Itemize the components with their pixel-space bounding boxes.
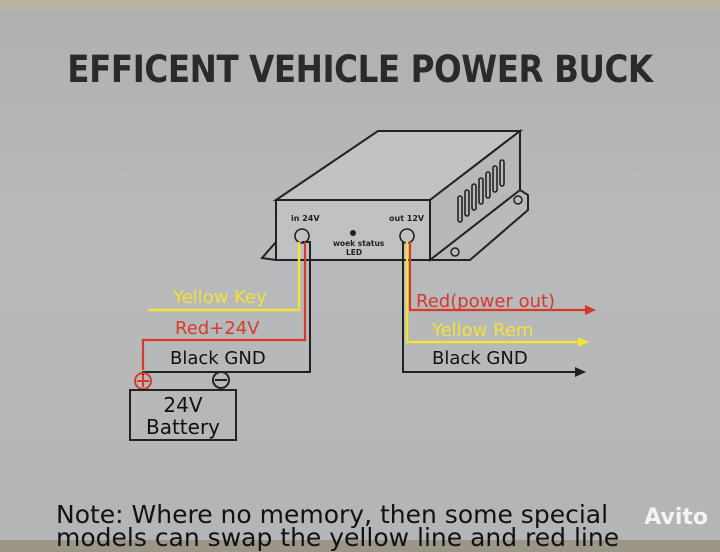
status-led-label: woek status xyxy=(333,239,385,248)
output-black-arrow-icon xyxy=(575,367,586,377)
mount-hole-icon xyxy=(513,195,523,205)
note-line-1: Note: Where no memory, then some special xyxy=(56,500,609,529)
output-red-label: Red(power out) xyxy=(416,291,556,312)
input-black-label: Black GND xyxy=(170,348,266,369)
output-port-label: out 12V xyxy=(389,214,425,223)
output-red-wire xyxy=(408,242,585,312)
output-yellow-wire xyxy=(405,242,578,344)
battery-box: 24V Battery xyxy=(129,389,237,441)
status-led-label-2: LED xyxy=(346,248,363,257)
note-line-2: models can swap the yellow line and red … xyxy=(56,523,620,552)
output-yellow-arrow-icon xyxy=(578,337,589,347)
output-black-label: Black GND xyxy=(432,348,528,369)
device-outline xyxy=(260,128,529,263)
note-text: Note: Where no memory, then some special… xyxy=(56,500,720,552)
input-yellow-label: Yellow Key xyxy=(173,287,267,308)
battery-voltage: 24V xyxy=(163,393,203,417)
vent-slots xyxy=(457,159,505,223)
output-yellow-label: Yellow Rem xyxy=(432,320,534,341)
watermark: Avito xyxy=(644,505,708,530)
input-red-label: Red+24V xyxy=(175,318,260,339)
wiring-diagram xyxy=(134,128,596,391)
input-yellow-wire xyxy=(148,242,301,312)
mount-hole-icon xyxy=(450,247,460,257)
battery-name: Battery xyxy=(145,415,221,439)
diagram-title: EFFICENT VEHICLE POWER BUCK xyxy=(67,48,653,91)
output-red-arrow-icon xyxy=(585,305,596,315)
input-red-wire xyxy=(141,242,307,370)
input-port-label: in 24V xyxy=(291,214,320,223)
output-black-wire xyxy=(402,242,575,373)
status-led-icon xyxy=(350,230,356,236)
